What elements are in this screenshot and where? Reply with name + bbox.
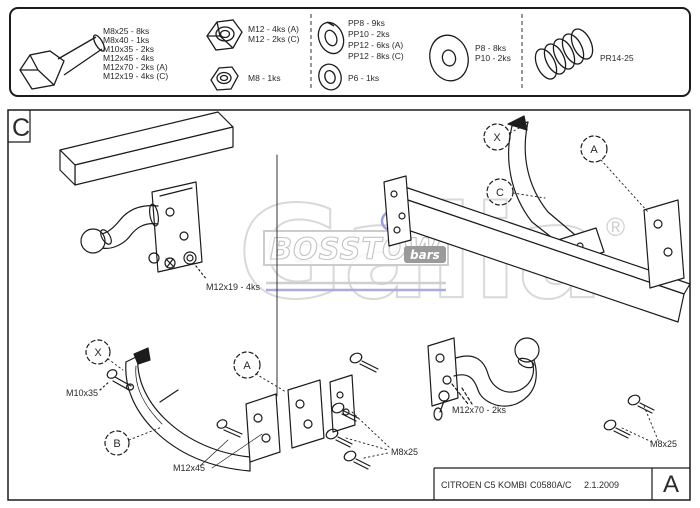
nut-m8-icon (210, 66, 239, 91)
drawing-date: 2.1.2009 (584, 480, 619, 490)
variant-a-ball-assembly (427, 337, 540, 421)
spring-washer-icon (317, 21, 345, 55)
nut-m12-line: M12 - 4ks (A) (248, 24, 299, 34)
hex-bolt-icon (19, 34, 106, 90)
vehicle-name: CITROEN C5 KOMBI (441, 480, 527, 490)
bolt-size-line: M12x70 - 2ks (A) (103, 62, 168, 72)
title-block: CITROEN C5 KOMBI C0580A/C 2.1.2009 (441, 480, 619, 490)
drawing-code: C0580A/C (530, 480, 572, 490)
sheet-letter-a: A (663, 471, 679, 498)
watermark-bars-chip (404, 246, 446, 263)
label-ball-bolts-c: M12x19 - 4ks (206, 282, 261, 292)
flat-washer-line: P8 - 8ks (475, 43, 506, 53)
label-m8-center: M8x25 (391, 447, 418, 457)
bolt-size-line: M12x45 - 4ks (103, 53, 154, 63)
main-crossbar-beam (383, 175, 691, 323)
spring-washer-line: PP12 - 8ks (C) (348, 51, 404, 61)
flat-washer-line: P10 - 2ks (475, 53, 511, 63)
fasteners-legend-box (9, 7, 691, 97)
watermark-galia-reg-icon: ® (606, 212, 625, 242)
marker-b-lower: B (113, 438, 120, 450)
balloon-leaders (107, 126, 649, 441)
washer-p6-icon (318, 63, 342, 91)
mounting-plates (199, 374, 356, 469)
marker-x-lower: X (94, 347, 102, 359)
variant-c-ball-assembly (59, 111, 278, 397)
marker-x-upper: X (493, 132, 501, 144)
label-plate-bolts: M12x45 (173, 463, 205, 473)
marker-c-upper: C (496, 187, 504, 199)
spring-washer-line: PP10 - 2ks (348, 29, 390, 39)
spring-washer-line: PP12 - 6ks (A) (348, 40, 403, 50)
bolt-size-line: M8x25 - 8ks (103, 26, 149, 36)
fasteners-legend-text: M8x25 - 8ks M8x40 - 1ks M10x35 - 2ks M12… (103, 18, 634, 83)
bolt-size-line: M10x35 - 2ks (103, 44, 154, 54)
label-bracket-bolt: M10x35 (66, 388, 98, 398)
nut-m8-label: M8 - 1ks (248, 73, 281, 83)
nut-m12-icon (206, 19, 243, 51)
bolt-size-line: M12x19 - 4ks (C) (103, 71, 168, 81)
drawing-frame (7, 109, 691, 501)
marker-a-upper: A (590, 144, 598, 156)
m8-bolt-stacks-center (325, 352, 391, 470)
sheet-letter-c: C (12, 114, 30, 142)
label-m8-right: M8x25 (650, 439, 677, 449)
bolt-size-line: M8x40 - 1ks (103, 35, 149, 45)
marker-a-lower: A (243, 360, 251, 372)
nut-m12-line: M12 - 2ks (C) (248, 34, 300, 44)
watermark-bars-text: bars (410, 248, 440, 262)
lower-side-support (99, 347, 251, 472)
m8-bolt-stacks-right (603, 394, 659, 443)
flat-washer-icon (429, 34, 469, 82)
coil-spring-icon (534, 28, 594, 80)
spring-washer-line: PP8 - 9ks (348, 18, 385, 28)
balloon-markers (85, 123, 608, 456)
spring-label: PR14-25 (600, 53, 634, 63)
label-ball-bolts-a: M12x70 - 2ks (452, 405, 507, 415)
washer-p6-label: P6 - 1ks (348, 73, 379, 83)
